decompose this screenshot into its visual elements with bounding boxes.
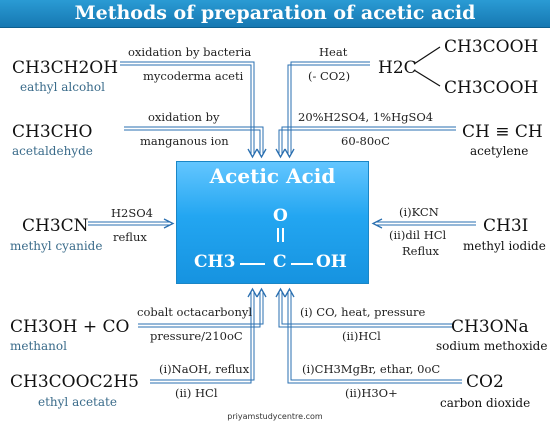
- arrow-malonic: [287, 64, 370, 155]
- cond-bacteria-top: oxidation by bacteria: [128, 45, 252, 59]
- hydroxyl-group: OH: [316, 252, 347, 272]
- cond-cobalt-bottom: pressure/210oC: [150, 329, 243, 343]
- malonic-h2c: H2C: [378, 58, 417, 78]
- cond-grignard-bottom: (ii)H3O+: [345, 386, 398, 400]
- cond-kcn-bottom: Reflux: [402, 244, 440, 258]
- arrow-carbon-dioxide: [290, 292, 462, 381]
- methanol-name: methanol: [10, 339, 67, 353]
- cond-kcn-top: (i)KCN: [399, 205, 439, 219]
- acetic-acid-title: Acetic Acid: [209, 164, 336, 188]
- cond-mn-top: oxidation by: [148, 110, 220, 124]
- methanol-formula: CH3OH + CO: [10, 317, 130, 337]
- cond-heat-bottom: (- CO2): [308, 69, 351, 83]
- cond-h2so4-top: H2SO4: [111, 206, 153, 220]
- bond-right: [291, 263, 313, 265]
- sodium-methoxide-name: sodium methoxide: [436, 339, 548, 353]
- cond-co-bottom: (ii)HCl: [342, 329, 381, 343]
- cond-cobalt-top: cobalt octacarbonyl: [137, 305, 253, 319]
- acetic-acid-box: [176, 161, 369, 284]
- arrow-methanol: [138, 292, 264, 325]
- methyl-iodide-name: methyl iodide: [463, 239, 546, 253]
- title-bar: [0, 0, 550, 28]
- acetaldehyde-formula: CH3CHO: [12, 122, 93, 142]
- methyl-cyanide-name: methyl cyanide: [10, 239, 103, 253]
- cond-co-top: (i) CO, heat, pressure: [300, 305, 426, 319]
- ethyl-acetate-name: ethyl acetate: [38, 395, 117, 409]
- carbon-dioxide-formula: CO2: [466, 372, 504, 392]
- arrow-ethyl-acetate: [150, 292, 255, 381]
- double-bond: [277, 228, 284, 242]
- acetylene-formula: CH ≡ CH: [462, 122, 543, 142]
- cond-heat-top: Heat: [319, 45, 348, 59]
- cond-naoh-top: (i)NaOH, reflux: [159, 362, 250, 376]
- cond-bacteria-bottom: mycoderma aceti: [143, 69, 244, 83]
- cond-h2so4-bottom: reflux: [113, 230, 147, 244]
- cond-acid-top: 20%H2SO4, 1%HgSO4: [298, 110, 434, 124]
- page-title: Methods of preparation of acetic acid: [74, 2, 476, 24]
- bond-left: [240, 263, 265, 265]
- arrow-sodium-methoxide: [281, 292, 454, 325]
- arrow-ethyl-alcohol: [120, 61, 255, 155]
- carbon-dioxide-name: carbon dioxide: [440, 396, 531, 410]
- ethyl-alcohol-formula: CH3CH2OH: [12, 58, 119, 78]
- malonic-bottom: CH3COOH: [444, 78, 539, 98]
- cond-kcn-mid: (ii)dil HCl: [389, 228, 447, 242]
- methyl-group: CH3: [194, 252, 236, 272]
- methyl-iodide-formula: CH3I: [483, 216, 529, 236]
- acetaldehyde-name: acetaldehyde: [12, 144, 93, 158]
- cond-mn-bottom: manganous ion: [140, 134, 229, 148]
- carbonyl-oxygen: O: [273, 206, 288, 226]
- ethyl-acetate-formula: CH3COOC2H5: [10, 372, 139, 392]
- sodium-methoxide-formula: CH3ONa: [451, 317, 529, 337]
- arrow-acetylene: [281, 126, 456, 155]
- cond-naoh-bottom: (ii) HCl: [175, 386, 218, 400]
- ethyl-alcohol-name: eathyl alcohol: [20, 80, 105, 94]
- acetylene-name: acetylene: [470, 144, 529, 158]
- site-credit: priyamstudycentre.com: [227, 412, 323, 421]
- methyl-cyanide-formula: CH3CN: [22, 216, 89, 236]
- malonic-top: CH3COOH: [444, 37, 539, 57]
- carbon-atom: C: [273, 252, 287, 272]
- cond-grignard-top: (i)CH3MgBr, ethar, 0oC: [302, 362, 441, 376]
- cond-acid-bottom: 60-80oC: [341, 134, 390, 148]
- arrow-acetaldehyde: [124, 126, 264, 155]
